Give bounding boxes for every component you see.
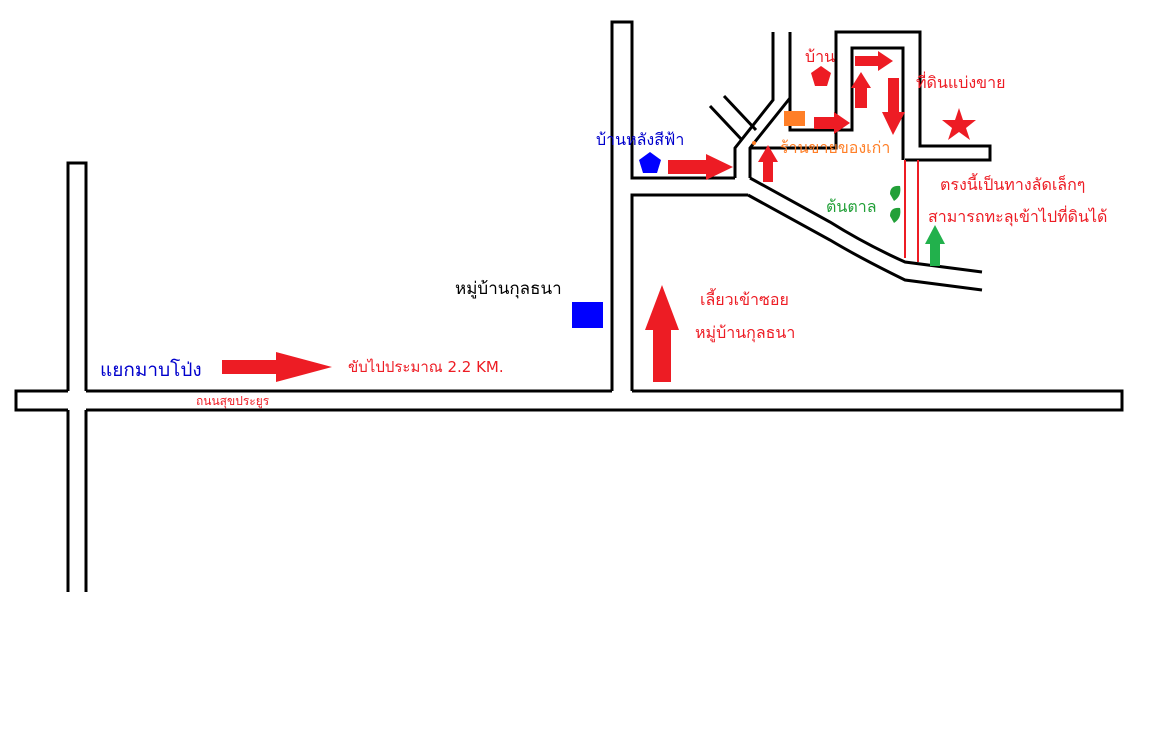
village-soi-left-edge	[610, 20, 735, 391]
curved-road-upper	[749, 176, 983, 274]
curved-road-lower	[747, 193, 983, 292]
drive-distance-label: ขับไปประมาณ 2.2 KM.	[348, 358, 504, 376]
junction-label: แยกมาบโป่ง	[100, 358, 202, 381]
shortcut-label-line1: ตรงนี้เป็นทางลัดเล็กๆ	[940, 173, 1085, 194]
road-network	[14, 20, 1124, 592]
loop-road	[771, 32, 792, 100]
arrow-down-land	[882, 78, 905, 135]
orange-rectangle-icon	[784, 111, 805, 126]
arrow-up-soi	[645, 285, 679, 382]
blue-roof-house-label: บ้านหลังสีฟ้า	[596, 130, 684, 149]
arrow-right-top	[855, 51, 893, 71]
village-soi-right-edge	[630, 193, 748, 391]
arrow-right-blue-house	[668, 154, 733, 180]
shortcut-label-line2: สามารถทะลุเข้าไปที่ดินได้	[928, 205, 1107, 227]
diagonal-branch-road	[708, 94, 758, 142]
green-leaf-icon	[890, 185, 901, 223]
village-label: หมู่บ้านกุลธนา	[455, 279, 562, 299]
blue-square-icon	[572, 302, 603, 328]
house-label: บ้าน	[805, 47, 835, 66]
arrow-up-house	[851, 72, 871, 108]
shortcut-path	[904, 160, 919, 262]
turn-instruction-line1: เลี้ยวเข้าซอย	[700, 288, 789, 309]
direction-arrows	[222, 51, 905, 382]
red-star-icon	[942, 108, 976, 140]
turn-instruction-line2: หมู่บ้านกุลธนา	[695, 323, 795, 343]
blue-pentagon-icon	[639, 152, 661, 173]
arrow-right-main-road	[222, 352, 332, 382]
arrow-up-shortcut	[925, 225, 945, 266]
orange-dot-icon	[752, 141, 756, 145]
arrow-up-junction	[758, 145, 778, 182]
land-for-sale-label: ที่ดินแบ่งขาย	[916, 71, 1005, 92]
main-road-label: ถนนสุขประยูร	[196, 394, 270, 409]
main-road-top-edge-left	[14, 389, 68, 412]
antique-shop-label: ร้านขายของเก่า	[780, 138, 890, 157]
junction-road-lower	[66, 410, 88, 592]
arrow-right-antique-shop	[814, 112, 850, 134]
red-pentagon-icon	[811, 66, 831, 86]
palm-tree-label: ต้นตาล	[826, 197, 877, 216]
main-road-top-edge-right	[86, 389, 1124, 412]
junction-road-upper	[66, 161, 88, 391]
